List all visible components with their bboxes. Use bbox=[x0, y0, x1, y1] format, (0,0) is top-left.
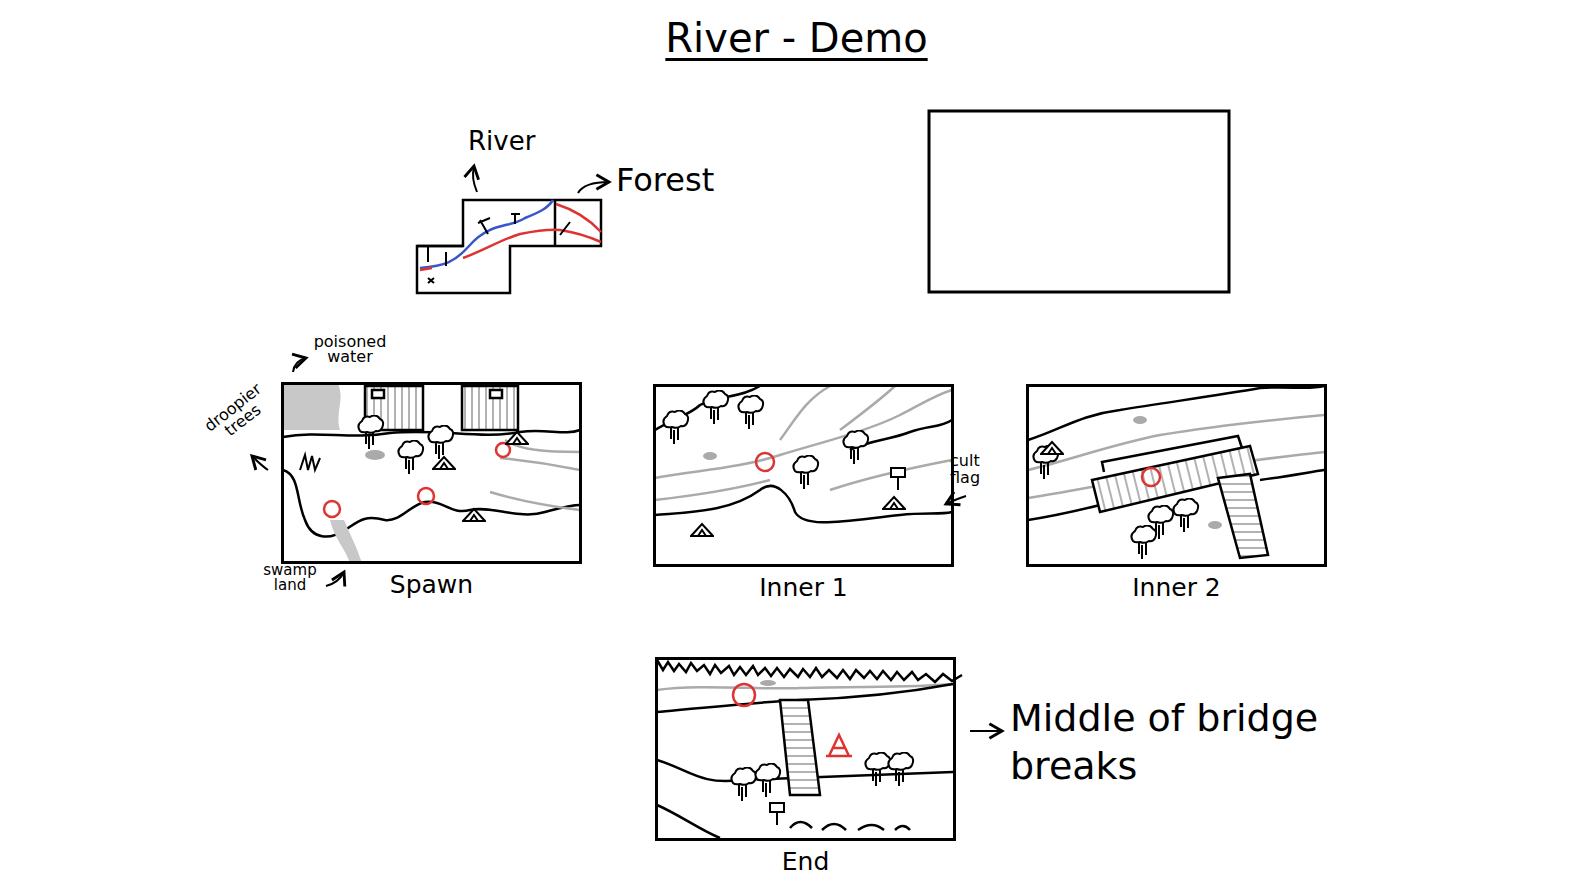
minimap bbox=[417, 166, 609, 293]
inner2-art bbox=[1028, 386, 1324, 558]
annotation: poisoned water bbox=[302, 334, 398, 364]
spawn-art bbox=[283, 384, 580, 563]
title: River - Demo bbox=[665, 15, 927, 61]
panel-caption: End bbox=[618, 848, 993, 876]
map-panel: Spawn bbox=[281, 382, 582, 564]
end-art bbox=[657, 660, 962, 838]
annotation: swamp land bbox=[254, 563, 326, 593]
empty-frame bbox=[929, 111, 1229, 292]
annotation-arrows bbox=[252, 358, 1002, 731]
panel-caption: Inner 1 bbox=[616, 574, 991, 602]
map-panel: Inner 1 bbox=[653, 384, 954, 567]
annotation: droopier trees bbox=[195, 376, 281, 453]
panel-caption: Inner 2 bbox=[989, 574, 1364, 602]
annotation: Middle of bridge breaks bbox=[1010, 694, 1340, 790]
annotation: cult flag bbox=[950, 452, 1004, 486]
title-block: River - Demo bbox=[0, 14, 1593, 62]
map-panel: Inner 2 bbox=[1026, 384, 1327, 567]
map-panel: End bbox=[655, 657, 956, 841]
inner1-art bbox=[655, 386, 952, 522]
annotation: River bbox=[468, 126, 558, 156]
annotation: Forest bbox=[616, 162, 736, 198]
